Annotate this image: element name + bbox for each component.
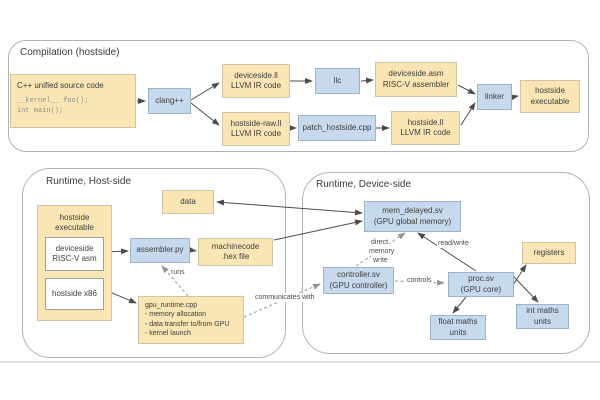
node-hostside-executable-out: hostside executable bbox=[520, 80, 580, 113]
edge-label-runs: runs bbox=[170, 268, 186, 278]
edge-gpuruntime-runs-assembler bbox=[161, 265, 189, 297]
node-proc: proc.sv (GPU core) bbox=[448, 272, 514, 297]
node-label: gpu_runtime.cpp bbox=[145, 302, 198, 309]
node-hostside-raw-ll: hostside-raw.ll LLVM IR code bbox=[222, 112, 290, 146]
edge-clang-to-deviceside-ll bbox=[190, 82, 220, 101]
node-label: (GPU controller) bbox=[329, 280, 388, 290]
node-label: llc bbox=[333, 75, 342, 85]
edge-llc-to-devasm bbox=[360, 77, 374, 84]
node-llc: llc bbox=[315, 68, 360, 94]
page-separator-line bbox=[0, 361, 600, 363]
node-deviceside-asm: deviceside.asm RISC-V assembler bbox=[375, 62, 457, 97]
node-deviceside-riscv-asm: deviceside RISC-V asm bbox=[45, 237, 104, 271]
edge-hex-to-mem bbox=[273, 219, 363, 241]
edge-clang-to-hostside-raw bbox=[190, 102, 220, 126]
node-float-maths: float maths units bbox=[430, 315, 486, 340]
node-hostside-x86: hostside x86 bbox=[45, 278, 104, 310]
edge-label-communicates-with: communicates with bbox=[254, 293, 316, 303]
node-label: assembler.py bbox=[136, 245, 184, 255]
edge-proc-to-intmaths bbox=[512, 275, 539, 303]
node-label: - kernel launch bbox=[145, 330, 191, 338]
node-label: deviceside.ll bbox=[234, 70, 278, 80]
edge-assembler-to-hex bbox=[188, 246, 197, 253]
node-label: clang++ bbox=[155, 95, 184, 105]
edge-proc-to-floatmaths bbox=[452, 296, 467, 314]
node-label: mem_delayed.sv bbox=[382, 206, 443, 216]
node-label: units bbox=[534, 316, 551, 326]
node-deviceside-ll: deviceside.ll LLVM IR code bbox=[222, 64, 290, 98]
node-hostside-ll: hostside.ll LLVM IR code bbox=[391, 111, 460, 145]
node-label: data bbox=[180, 196, 196, 206]
runtime-host-title: Runtime, Host-side bbox=[46, 176, 132, 187]
edge-linker-to-exec bbox=[510, 94, 519, 101]
node-label: linker bbox=[484, 91, 505, 101]
node-label: hostside.ll bbox=[407, 117, 444, 127]
node-mem-delayed: mem_delayed.sv (GPU global memory) bbox=[364, 201, 461, 232]
code-line: int main(); bbox=[17, 106, 64, 115]
edge-label-write: write bbox=[372, 256, 389, 266]
node-label: machinecode bbox=[211, 241, 260, 251]
node-label: C++ unified source code bbox=[17, 81, 104, 90]
node-label: int maths bbox=[526, 306, 559, 316]
node-label: registers bbox=[533, 247, 565, 257]
compilation-title: Compilation (hostside) bbox=[20, 47, 120, 58]
edge-label-memory: memory bbox=[368, 247, 396, 257]
node-label: proc.sv bbox=[468, 274, 494, 284]
node-patch-hostside: patch_hostside.cpp bbox=[298, 115, 376, 141]
node-label: deviceside bbox=[55, 243, 94, 253]
node-registers: registers bbox=[522, 242, 576, 264]
node-label: (GPU core) bbox=[460, 284, 502, 294]
node-label: float maths bbox=[438, 317, 478, 327]
node-controller: controller.sv (GPU controller) bbox=[323, 267, 394, 294]
node-label: LLVM IR code bbox=[400, 128, 451, 137]
runtime-device-title: Runtime, Device-side bbox=[316, 179, 412, 190]
node-label: hostside bbox=[59, 213, 90, 222]
node-label: LLVM IR code bbox=[230, 81, 282, 90]
node-clangpp: clang++ bbox=[148, 88, 191, 114]
node-machinecode-hex: machinecode .hex file bbox=[198, 238, 273, 266]
node-label: .hex file bbox=[221, 252, 250, 261]
edge-proc-to-mem bbox=[417, 232, 477, 272]
node-cpp-source: C++ unified source code __kernel__ foo()… bbox=[10, 74, 136, 128]
node-label: hostside-raw.ll bbox=[230, 118, 282, 128]
edge-label-direct: direct bbox=[370, 238, 390, 248]
edge-proc-to-registers bbox=[512, 264, 527, 286]
node-gpu-runtime: gpu_runtime.cpp - memory allocation - da… bbox=[138, 296, 244, 344]
node-label: - memory allocation bbox=[145, 311, 207, 319]
edge-label-controls: controls bbox=[406, 276, 433, 286]
node-label: LLVM IR code bbox=[230, 129, 282, 138]
edge-devasm-to-linker bbox=[457, 84, 476, 95]
node-label: - data transfer to/from GPU bbox=[145, 320, 230, 328]
node-label: patch_hostside.cpp bbox=[302, 122, 372, 132]
edge-hostll-to-linker bbox=[460, 102, 476, 126]
node-label: RISC-V assembler bbox=[382, 79, 450, 89]
edge-mem-to-data bbox=[216, 199, 363, 216]
node-int-maths: int maths units bbox=[516, 304, 569, 329]
node-label: executable bbox=[55, 223, 94, 233]
node-label: RISC-V asm bbox=[52, 254, 97, 263]
node-label: controller.sv bbox=[337, 270, 380, 280]
code-line: __kernel__ foo(); bbox=[17, 97, 89, 106]
node-data: data bbox=[162, 190, 214, 214]
node-label: deviceside.asm bbox=[388, 69, 444, 79]
node-label: hostside bbox=[535, 86, 565, 96]
node-linker: linker bbox=[477, 84, 512, 110]
node-assembler-py: assembler.py bbox=[130, 238, 190, 263]
node-label: hostside x86 bbox=[52, 288, 97, 298]
node-label: (GPU global memory) bbox=[373, 216, 452, 226]
node-label: units bbox=[449, 327, 467, 337]
node-label: executable bbox=[530, 96, 570, 106]
edge-label-read-write: read/write bbox=[437, 239, 470, 249]
